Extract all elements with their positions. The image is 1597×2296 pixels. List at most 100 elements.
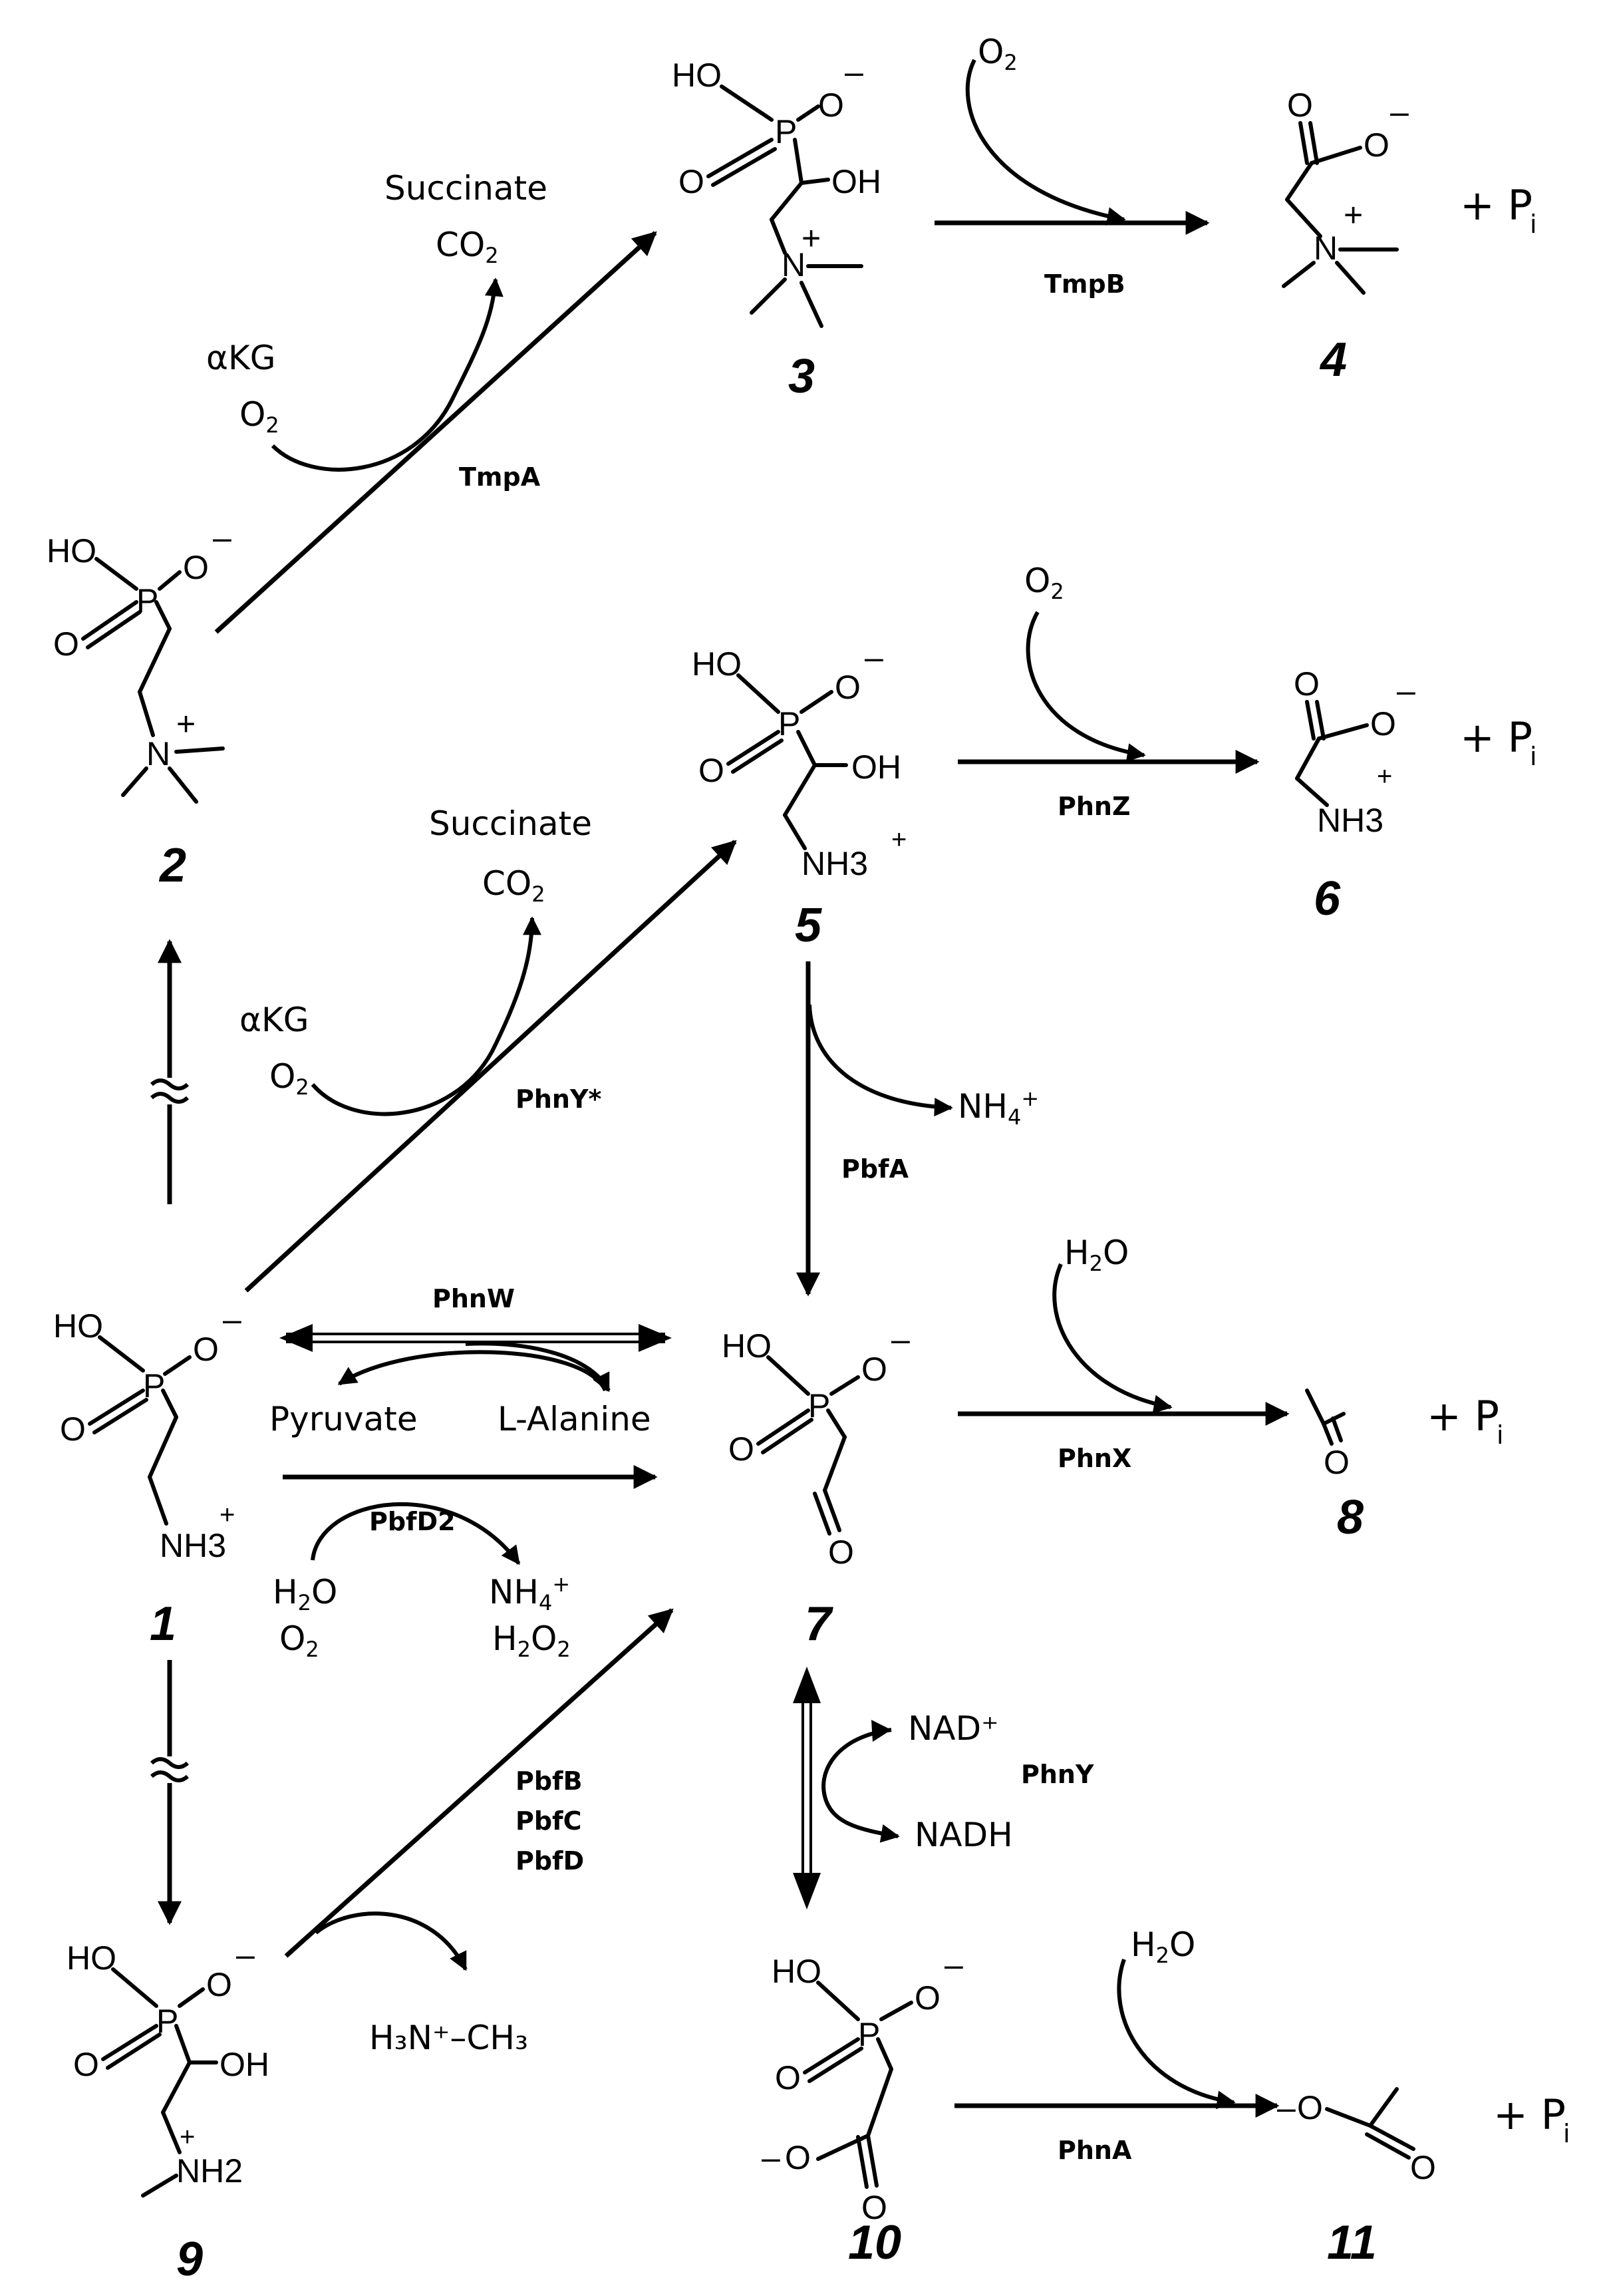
c11-minus: – bbox=[1277, 2089, 1296, 2126]
c3-o-minus: O bbox=[818, 86, 844, 124]
c6-plus-pi: + P bbox=[1460, 713, 1532, 762]
phny-label: PhnY bbox=[1021, 1760, 1094, 1789]
phny-head-down bbox=[793, 1873, 821, 1909]
tmpa-arrow bbox=[214, 231, 657, 634]
pbfd2-h2o2: H2O2 bbox=[492, 1619, 571, 1662]
compound-9-structure: HO O – P O OH NH2 + bbox=[67, 1936, 269, 2198]
phnw-label: PhnW bbox=[432, 1284, 515, 1313]
multistep-tilde-bottom-2 bbox=[150, 1770, 190, 1782]
multistep-tilde-top-2 bbox=[150, 1092, 190, 1104]
compound-2-structure: HO O – P O N + bbox=[47, 519, 231, 804]
c8-o: O bbox=[1324, 1444, 1350, 1481]
c9-o: O bbox=[73, 2046, 99, 2083]
compound-4-number: 4 bbox=[1319, 333, 1347, 387]
pbfd2-o2: O2 bbox=[279, 1619, 319, 1662]
c7-o: O bbox=[728, 1430, 754, 1468]
phny-head-up bbox=[793, 1667, 821, 1703]
c2-n: N bbox=[146, 735, 170, 772]
compound-5-number: 5 bbox=[795, 899, 822, 952]
c6-nh3: NH3 bbox=[1317, 802, 1383, 839]
c8-pi-sub: i bbox=[1497, 1420, 1504, 1450]
compound-8-number: 8 bbox=[1337, 1491, 1364, 1544]
c11-pi-sub: i bbox=[1563, 2119, 1570, 2148]
phny-star-o2: O2 bbox=[269, 1057, 309, 1100]
phny-star-co2: CO2 bbox=[482, 864, 545, 907]
c1-o-minus: O bbox=[193, 1331, 219, 1368]
pbfd2-label: PbfD2 bbox=[369, 1507, 456, 1536]
c2-plus: + bbox=[176, 705, 196, 742]
c7-ho: HO bbox=[722, 1327, 772, 1365]
pbfa-nh4: NH4+ bbox=[958, 1086, 1039, 1130]
reaction-pbfbcd: PbfB PbfC PbfD H₃N⁺–CH₃ bbox=[284, 1608, 674, 2057]
tmpa-succinate: Succinate bbox=[384, 169, 547, 208]
reaction-1-to-2 bbox=[150, 939, 190, 1204]
tmpa-o2: O2 bbox=[239, 395, 279, 438]
pbfb-label: PbfB bbox=[515, 1766, 583, 1796]
c6-o: O bbox=[1294, 665, 1320, 703]
phnw-pyruvate: Pyruvate bbox=[269, 1400, 418, 1438]
c4-minus: – bbox=[1390, 93, 1409, 130]
tmpa-label: TmpA bbox=[459, 462, 541, 492]
c1-o: O bbox=[60, 1410, 86, 1448]
tmpa-cofactor-curve bbox=[271, 277, 504, 472]
c1-minus: – bbox=[223, 1301, 241, 1338]
c7-minus: – bbox=[891, 1321, 910, 1358]
c1-plus: + bbox=[219, 1500, 235, 1530]
c2-o: O bbox=[53, 625, 79, 663]
c6-minus: – bbox=[1397, 672, 1415, 709]
c10-o: O bbox=[775, 2059, 801, 2096]
c5-oh: OH bbox=[851, 748, 901, 786]
pbfa-nh4-curve bbox=[807, 1004, 953, 1117]
pbfc-label: PbfC bbox=[515, 1806, 581, 1836]
reaction-tmpb: O2 TmpB bbox=[935, 33, 1210, 299]
c1-ho: HO bbox=[53, 1307, 103, 1345]
reaction-phnw: PhnW Pyruvate L-Alanine bbox=[269, 1284, 672, 1438]
phny-star-label: PhnY* bbox=[515, 1084, 601, 1114]
compound-11-number: 11 bbox=[1327, 2216, 1377, 2269]
c11-plus-pi: + P bbox=[1493, 2090, 1566, 2139]
phnw-curve-left bbox=[337, 1350, 607, 1392]
pbfa-label: PbfA bbox=[841, 1154, 909, 1184]
compound-1-number: 1 bbox=[150, 1597, 176, 1651]
c5-o: O bbox=[698, 752, 724, 789]
phnw-curve-right bbox=[465, 1341, 611, 1393]
compound-10-structure: HO O – P O – O O bbox=[762, 1946, 963, 2226]
c9-oh: OH bbox=[219, 2046, 269, 2083]
c9-ho: HO bbox=[67, 1939, 116, 1977]
phna-label: PhnA bbox=[1058, 2136, 1132, 2165]
c3-o: O bbox=[678, 163, 704, 200]
phny-star-akg: αKG bbox=[239, 1001, 309, 1039]
c10-o-carb: O bbox=[785, 2139, 811, 2176]
reaction-phnz: O2 PhnZ bbox=[958, 562, 1260, 821]
c5-minus: – bbox=[865, 639, 883, 676]
pbfbcd-curve bbox=[315, 1911, 468, 1971]
c5-nh3: NH3 bbox=[801, 845, 868, 882]
c5-plus: + bbox=[891, 825, 907, 854]
phnw-l-alanine: L-Alanine bbox=[498, 1400, 651, 1438]
c2-minus: – bbox=[213, 519, 231, 556]
c9-nh2: NH2 bbox=[176, 2152, 243, 2190]
reaction-phny: NAD⁺ NADH PhnY bbox=[793, 1667, 1094, 1909]
tmpb-label: TmpB bbox=[1044, 269, 1125, 299]
compound-1-structure: HO O – P O NH3 + bbox=[53, 1301, 241, 1564]
c9-o-minus: O bbox=[206, 1966, 232, 2003]
reaction-phny-star: αKG O2 Succinate CO2 PhnY* bbox=[239, 804, 737, 1293]
phny-star-succinate: Succinate bbox=[429, 804, 592, 843]
c2-ho: HO bbox=[47, 532, 96, 570]
phna-h2o-curve bbox=[1117, 1959, 1236, 2110]
phnz-label: PhnZ bbox=[1058, 792, 1131, 821]
c5-ho: HO bbox=[692, 645, 742, 683]
reaction-phnx: H2O PhnX bbox=[958, 1233, 1290, 1473]
reaction-pbfd2: PbfD2 H2O O2 NH4+ H2O2 bbox=[273, 1465, 658, 1662]
pbfd-label: PbfD bbox=[515, 1846, 584, 1876]
phnx-h2o-curve bbox=[1052, 1263, 1173, 1414]
compound-2-number: 2 bbox=[158, 839, 186, 892]
phnz-o2-curve bbox=[1026, 611, 1146, 762]
reaction-pbfa: NH4+ PbfA bbox=[796, 961, 1039, 1297]
compound-7-structure: HO O – P O O bbox=[722, 1321, 910, 1571]
compound-11-structure: – O O bbox=[1277, 2087, 1436, 2186]
pbfd2-curve bbox=[311, 1502, 521, 1565]
pbfd2-h2o: H2O bbox=[273, 1573, 337, 1615]
reaction-tmpa: αKG O2 Succinate CO2 TmpA bbox=[206, 169, 657, 634]
